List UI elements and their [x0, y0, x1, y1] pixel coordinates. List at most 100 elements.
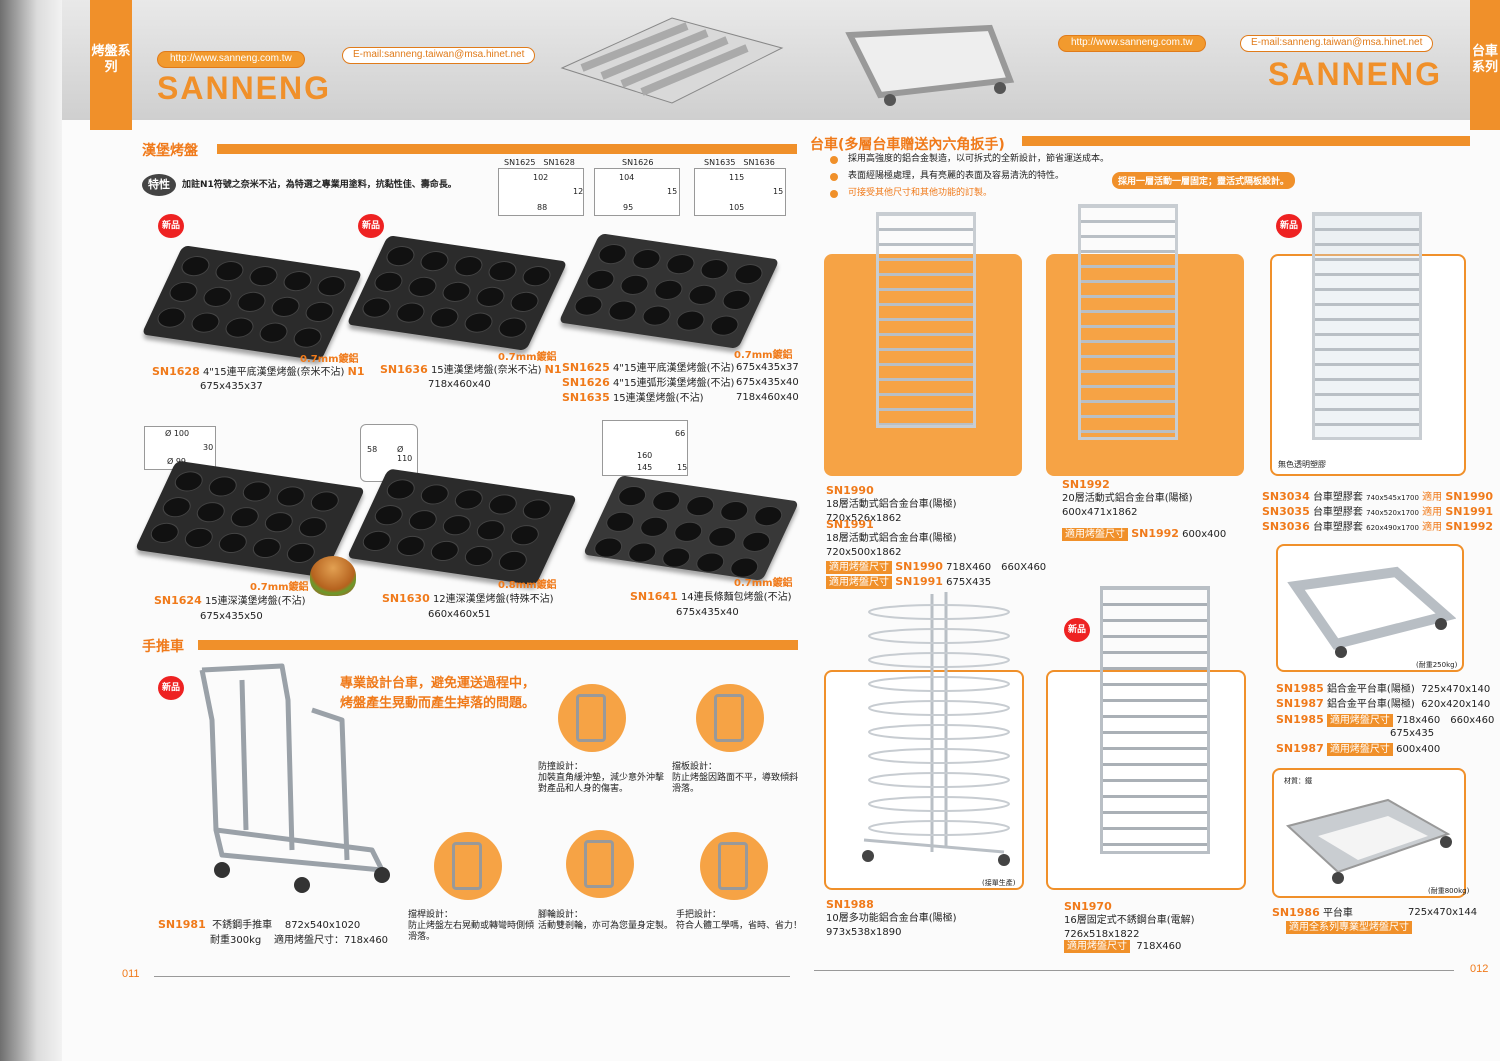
tray-cavity: [426, 539, 463, 563]
product-code: SN1635: [562, 391, 610, 404]
fit-size: 718X460: [1136, 941, 1182, 952]
tray-cavity: [358, 529, 395, 553]
tray-image-sn1628: [141, 245, 363, 361]
product-size: 675x435x40: [676, 607, 739, 618]
fit-code: SN1992: [1131, 527, 1179, 540]
tray-cavity: [438, 513, 475, 538]
tray-cavity: [604, 298, 641, 323]
section-bar: [217, 144, 797, 154]
product-sn1635: SN1635 15連漢堡烤盤(不沾): [562, 391, 703, 406]
tray-cavity: [170, 469, 207, 494]
bullet-1: 採用高強度的鋁合金製造，以可拆式的全新設計，節省運送成本。: [848, 154, 1110, 164]
product-code: SN1628: [152, 365, 200, 378]
aluminum-platform-image: [1287, 566, 1456, 658]
product-size: 675x435x40: [736, 377, 799, 388]
tray-cavity: [716, 499, 753, 523]
fit-size: 600x400: [1182, 529, 1227, 540]
diagram-codes-1: SN1625 SN1628: [504, 158, 575, 167]
tray-cavity: [494, 315, 531, 340]
fit-word: 適用: [1422, 522, 1443, 533]
diagram-dim: 145: [637, 463, 653, 472]
tray-cavity: [382, 244, 419, 268]
fit-code: SN1992: [1445, 520, 1494, 533]
cover-row-sn3035: SN3035 台車塑膠套 740x520x1700 適用 SN1991: [1262, 505, 1493, 520]
tray-cavity: [283, 541, 319, 565]
fit-row-sn1987: SN1987 適用烤盤尺寸 600x400: [1276, 742, 1440, 757]
tray-image-sn1630: [346, 468, 578, 586]
product-sn1641: SN1641 14連長條麵包烤盤(不沾): [630, 590, 791, 605]
thickness-label: 0.7mm鍍鋁: [734, 578, 793, 589]
tray-cavity: [426, 305, 463, 330]
fit-row-sn1992: 適用烤盤尺寸 SN1992 600x400: [1062, 527, 1226, 542]
tray-cavity: [233, 290, 270, 314]
product-name: 10層多功能鋁合金台車(陽極): [826, 913, 957, 924]
right-page: 台車系列 http://www.sanneng.com.tw E-mail:sa…: [800, 0, 1500, 1061]
rack-shelves: [879, 216, 973, 425]
material-label: 材質：鐵: [1284, 777, 1312, 785]
category-tab: 烤盤系列: [90, 0, 132, 130]
tray-cavity: [704, 524, 741, 549]
cover-caption: 無色透明塑膠: [1278, 460, 1326, 469]
tray-cavity: [460, 310, 497, 335]
book-edge: [0, 0, 62, 1061]
email-address[interactable]: E-mail:sanneng.taiwan@msa.hinet.net: [1240, 35, 1434, 52]
product-code: SN1985: [1276, 682, 1324, 695]
product-code: SN1990: [826, 484, 874, 497]
diagram-dim: 66: [675, 429, 686, 438]
platform-banner-image: [845, 24, 1015, 106]
tray-cavity: [187, 310, 224, 335]
website-url[interactable]: http://www.sanneng.com.tw: [157, 51, 305, 68]
tray-cavity: [214, 531, 251, 555]
diagram-dim: 105: [729, 203, 745, 212]
product-name: 鋁合金平台車(陽極): [1326, 684, 1415, 695]
tray-cavity: [614, 484, 650, 508]
section-bar: [198, 640, 798, 650]
product-name: 4"15連弧形漢堡烤盤(不沾): [612, 378, 735, 389]
fit-code: SN1985: [1276, 713, 1324, 726]
diagram-3: 115 15 105: [694, 168, 786, 216]
product-name: 台車塑膠套: [1312, 507, 1363, 518]
tray-cavity: [294, 515, 331, 540]
email-address[interactable]: E-mail:sanneng.taiwan@msa.hinet.net: [342, 47, 536, 64]
tray-cavity: [518, 264, 555, 288]
website-url[interactable]: http://www.sanneng.com.tw: [1058, 35, 1206, 52]
tray-cavity: [416, 249, 453, 273]
tray-cavity: [267, 295, 304, 319]
product-sn1626: SN1626 4"15連弧形漢堡烤盤(不沾): [562, 376, 734, 391]
product-size: 660x460x51: [428, 609, 491, 620]
tray-cavity: [648, 489, 685, 513]
feature-handle: 手把設計：符合人體工學嗎，省時、省力！: [676, 910, 800, 932]
product-name: 不銹鋼手推車: [212, 920, 273, 931]
feature-title: 手把設計：: [676, 910, 722, 920]
new-badge-icon: 新品: [158, 214, 184, 238]
fit-size-extra: 675x435: [1390, 728, 1435, 739]
diagram-dim: 88: [537, 203, 548, 212]
tray-cavity: [382, 477, 419, 502]
product-sn1981: SN1981 不銹鋼手推車 872x540x1020: [158, 918, 360, 933]
fit-badge: 適用烤盤尺寸: [1326, 743, 1393, 756]
feature-text: 防止烤盤因路面不平，導致傾斜: [672, 773, 799, 783]
feature-text: 加註N1符號之奈米不沾，為特選之專業用塗料，抗黏性佳、壽命長。: [182, 180, 457, 190]
tray-cavity: [238, 479, 275, 504]
tray-cavity: [706, 313, 743, 338]
tray-cavity: [594, 242, 631, 266]
product-code: SN1991: [826, 518, 874, 531]
fit-size: 718x460 660x460: [1396, 715, 1495, 726]
tray-cavity: [730, 262, 767, 286]
diagram-dim: 104: [619, 173, 635, 182]
footer-rule: [154, 976, 790, 977]
bullet-dot: [830, 190, 838, 198]
bullet-3: 可接受其他尺寸和其他功能的訂製。: [848, 188, 993, 198]
product-size: 718x460x40: [736, 392, 799, 403]
section-title-cart: 手推車: [142, 639, 184, 655]
tray-cavity: [192, 500, 229, 525]
fit-code: SN1991: [895, 575, 943, 588]
diagram-dim: 102: [533, 173, 549, 182]
tray-cavity: [506, 523, 543, 548]
cover-row-sn3036: SN3036 台車塑膠套 620x490x1700 適用 SN1992: [1262, 520, 1493, 535]
thickness-label: 0.7mm鍍鋁: [250, 582, 309, 593]
tray-cavity: [662, 252, 699, 276]
feature-tag: 特性: [142, 174, 176, 196]
